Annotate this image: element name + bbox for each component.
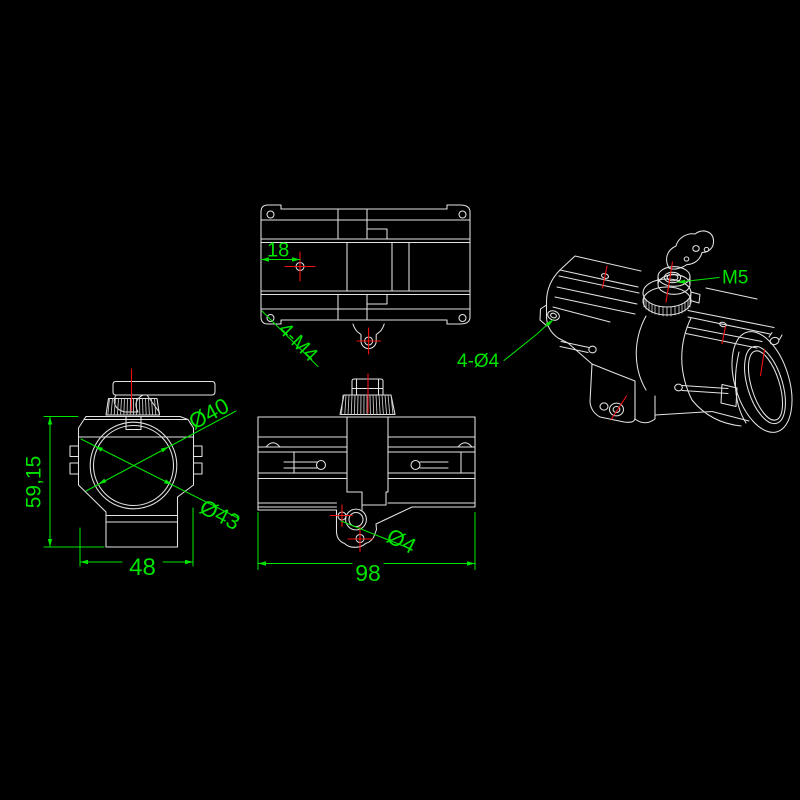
side-knurl-band [105, 397, 161, 416]
iso-foot-holes [599, 402, 625, 417]
front-foot-outline [335, 506, 413, 548]
iso-rail-right [685, 287, 775, 349]
iso-slot-left [559, 340, 590, 354]
front-pin-right [410, 459, 421, 471]
front-knurl-band [339, 394, 396, 416]
side-clamp-gap [125, 415, 142, 431]
front-center-marks [329, 373, 374, 553]
callout-m5-leader [683, 276, 720, 283]
dim-18-arrow-left [261, 257, 269, 262]
top-view-outline [260, 204, 471, 325]
callout-dia4-leader [340, 520, 412, 550]
front-body-lines [257, 436, 476, 508]
iso-slot-right [681, 383, 738, 408]
dia43-leader [80, 438, 239, 519]
iso-pin-right [674, 383, 683, 392]
dim-48-arrow-left [80, 559, 88, 565]
top-view-corner-holes [266, 210, 467, 323]
callout-m5-label: M5 [722, 268, 748, 289]
iso-top-hole-right [719, 321, 727, 328]
callout-4dia4-label: 4-Ø4 [457, 351, 500, 372]
iso-left-end [539, 269, 593, 365]
callout-4m4-leader [261, 310, 319, 368]
dim-18-label: 18 [267, 240, 289, 262]
dim-height-arrow-top [47, 416, 53, 425]
side-top-flange [77, 415, 195, 438]
dia40-arrow-1 [160, 446, 169, 453]
iso-mount-hole-inner [550, 312, 557, 319]
dia40-arrow-2 [98, 478, 107, 485]
iso-lever [666, 230, 715, 270]
side-outer-ring [89, 421, 178, 510]
dim-48-label: 48 [129, 554, 156, 581]
dim-98-label: 98 [355, 560, 381, 586]
dim-98-arrow-left [258, 561, 266, 566]
dim-height-lines [43, 415, 105, 548]
iso-bottom-silhouette [654, 399, 750, 427]
iso-tube-ring [731, 331, 793, 433]
front-pin-left [315, 459, 327, 471]
side-lever-bar [112, 380, 216, 396]
front-body-outline [257, 416, 476, 511]
front-spring-bumps [265, 442, 473, 448]
front-center-column [346, 416, 389, 511]
top-view-clamp-details [337, 208, 410, 321]
dim-48-lines [79, 507, 194, 567]
iso-mount-hole-outer [547, 310, 560, 321]
iso-center-marks [601, 261, 766, 420]
iso-pin-left [588, 345, 597, 354]
callout-4dia4-arrow [545, 319, 554, 327]
dim-48-arrow-right [185, 559, 193, 565]
front-slot-lines [283, 451, 462, 474]
dia40-leader [85, 410, 237, 492]
dim-98-arrow-right [467, 561, 475, 566]
dim-98-lines [257, 511, 476, 571]
top-view-rail-lines [260, 219, 471, 310]
iso-knurl-teeth [643, 297, 691, 317]
callout-m5-arrow [676, 279, 686, 284]
side-body-sides [69, 436, 203, 486]
callout-4dia4-leader [503, 321, 551, 362]
iso-foot [589, 363, 636, 423]
dia43-arrow-1 [164, 479, 173, 485]
side-knurl-teeth [107, 398, 157, 416]
side-inner-ring [92, 424, 175, 507]
iso-rail-left [552, 255, 642, 323]
iso-view: M5 4-Ø4 [457, 230, 793, 433]
front-knurl-teeth [341, 394, 394, 415]
top-view-center-marks [284, 251, 382, 355]
dim-height-label: 59,15 [23, 456, 46, 509]
dim-18-arrow-right [292, 257, 300, 262]
dim-height-arrow-bottom [47, 539, 53, 547]
dia43-arrow-2 [94, 446, 103, 452]
